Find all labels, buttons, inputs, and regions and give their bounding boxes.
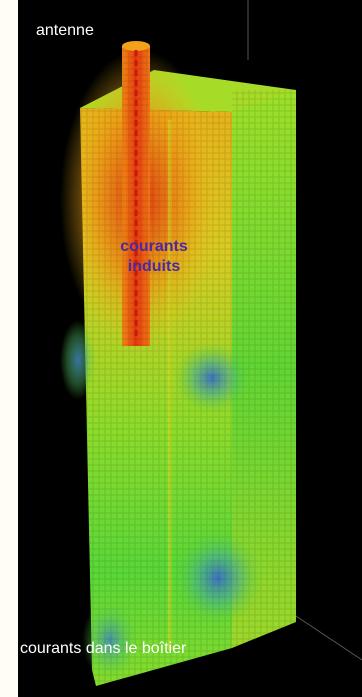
induced-currents-label: courants induits: [120, 238, 188, 275]
antenna-label: antenne: [36, 22, 94, 39]
simulation-render: [18, 0, 362, 697]
antenna-top: [122, 41, 150, 51]
casing-mesh: [80, 108, 232, 686]
phone-current-distribution: [60, 0, 362, 686]
casing-currents-label: courants dans le boîtier: [20, 640, 187, 657]
axis-line: [289, 611, 362, 661]
casing-mesh: [232, 90, 296, 648]
